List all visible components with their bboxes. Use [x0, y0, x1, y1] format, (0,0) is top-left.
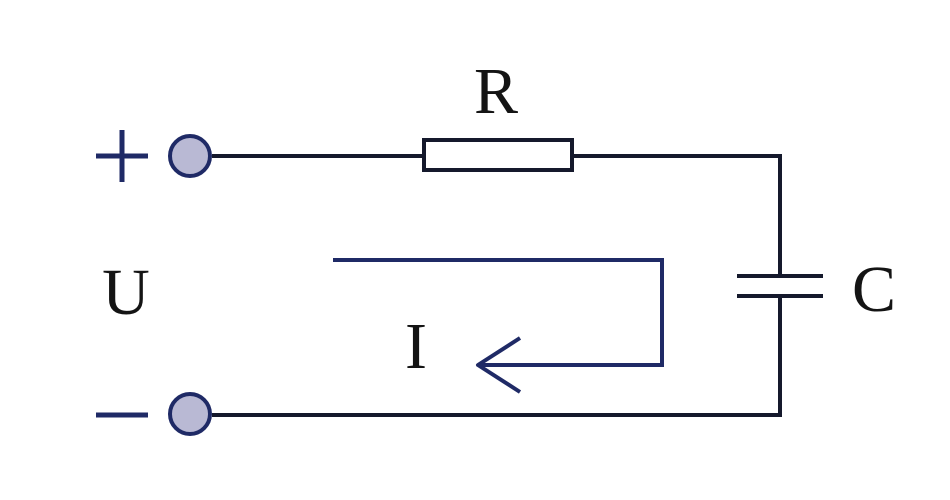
- capacitor-symbol: [737, 274, 823, 298]
- voltage-label: U: [102, 256, 150, 329]
- current-label: I: [405, 310, 427, 383]
- positive-terminal[interactable]: [168, 134, 212, 178]
- plus-sign-icon: [96, 130, 148, 182]
- resistor-symbol: [422, 138, 574, 172]
- resistor-label: R: [474, 55, 518, 128]
- capacitor-label: C: [852, 253, 896, 326]
- negative-terminal[interactable]: [168, 392, 212, 436]
- current-direction-arrow-icon: [333, 258, 664, 394]
